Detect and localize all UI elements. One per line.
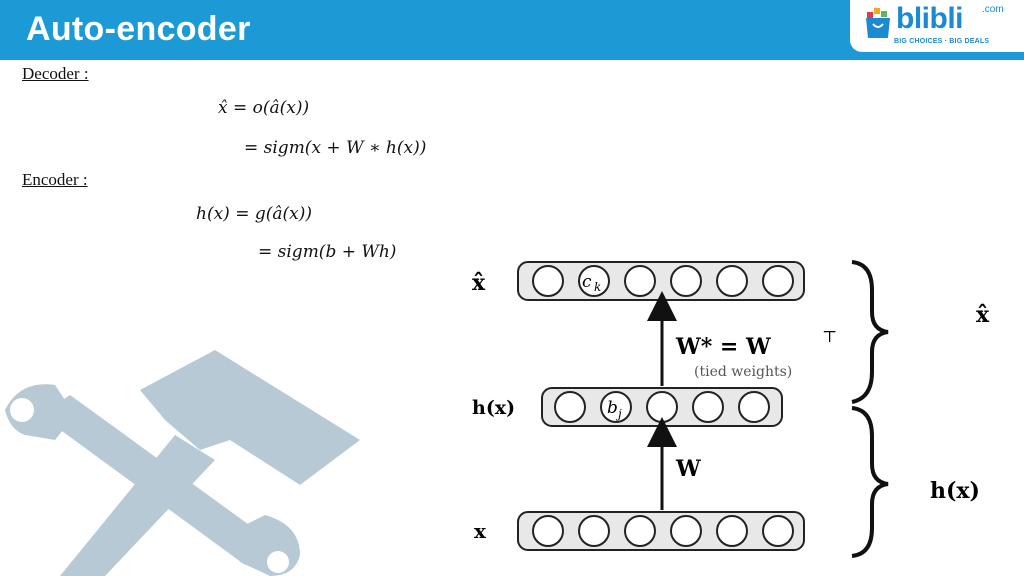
encoder-equation-1: h(x) = g(â(x)) [196,204,312,224]
logo-com: .com [982,4,1004,15]
transpose-symbol: ⊤ [822,327,837,346]
decoder-label: Decoder : [22,64,89,83]
logo-tagline: BIG CHOICES · BIG DEALS [894,38,990,45]
encoder-weight-label: W [675,456,701,482]
output-node-label: c [582,272,592,292]
input-layer [517,511,805,551]
decoder-equation-2: = sigm(x + W ∗ h(x)) [244,138,427,158]
logo-wordmark: blibli [896,2,964,35]
tied-weight-equation: W* = W [675,334,771,360]
lower-brace [851,406,889,558]
output-layer [517,261,805,301]
upper-brace [851,260,889,404]
hidden-node-subscript: j [615,407,622,421]
slide-title: Auto-encoder [26,10,251,48]
shopping-bag-icon [866,8,890,38]
wrench-hammer-icon [5,350,360,576]
autoencoder-diagram: c k x̂ b j h(x) x W* = W ⊤ (tied weights… [472,260,990,558]
hidden-layer-label: h(x) [472,397,515,419]
decoder-equation-1: x̂ = o(â(x)) [218,98,310,118]
output-node-subscript: k [594,280,601,294]
hidden-node-label: b [607,398,618,418]
encoder-equation-2: = sigm(b + Wh) [258,242,397,262]
brand-logo: blibli .com BIG CHOICES · BIG DEALS [850,0,1024,52]
input-layer-label: x [474,519,487,543]
tied-weights-note: (tied weights) [694,364,792,380]
lower-brace-label: h(x) [930,478,980,504]
upper-brace-label: x̂ [976,302,990,328]
hidden-layer [541,387,783,427]
encoder-label: Encoder : [22,170,88,189]
output-layer-label: x̂ [472,270,486,296]
